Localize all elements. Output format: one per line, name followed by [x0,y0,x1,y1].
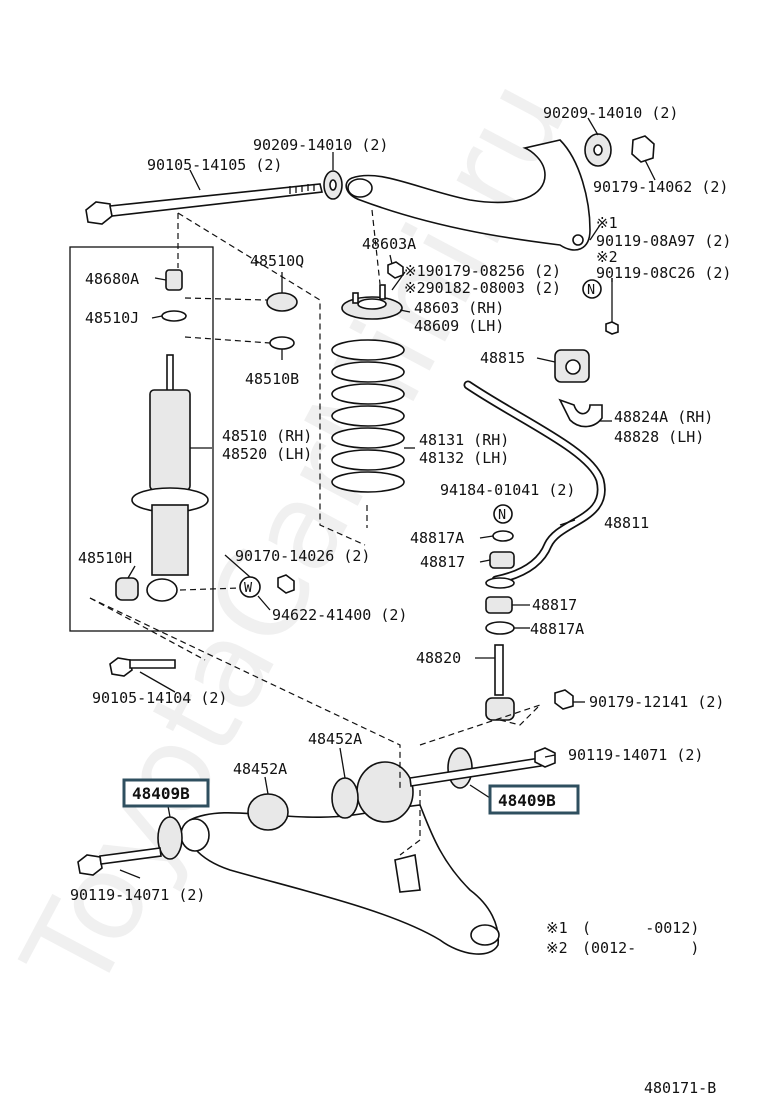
label-48520[interactable]: 48520 (LH) [222,445,312,463]
washer-90209-mid [323,170,343,200]
label-48817-top[interactable]: 48817 [420,553,465,571]
nut-90179-12141 [554,689,574,710]
label-48452A-left[interactable]: 48452A [233,760,287,778]
cam-plate-48409B-left [157,816,183,860]
washer-48510J [161,310,187,322]
label-48820[interactable]: 48820 [416,649,461,667]
spring-upper-mount [341,284,403,320]
label-94622-41400[interactable]: 94622-41400 (2) [272,606,407,624]
coil-spring [331,339,405,493]
highlight-48409B-left [122,778,210,808]
label-48811[interactable]: 48811 [604,514,649,532]
label-48131[interactable]: 48131 (RH) [419,431,509,449]
label-48824A[interactable]: 48824A (RH) [614,408,713,426]
footnote-1-mark: ※1 [546,919,568,937]
label-48815[interactable]: 48815 [480,349,525,367]
stabilizer-bar [463,380,606,585]
bushing-48510Q [266,292,298,312]
lower-control-arm [180,761,500,955]
bolt-90105-14105 [85,183,323,225]
label-48817A-bottom[interactable]: 48817A [530,620,584,638]
label-90119-08C26[interactable]: 90119-08C26 (2) [596,264,731,282]
bolt-90119-14071-right [409,747,556,787]
label-90179-14062[interactable]: 90179-14062 (2) [593,178,728,196]
n-mark-top [582,279,602,299]
label-48828[interactable]: 48828 (LH) [614,428,704,446]
bushing-48680A [165,269,183,291]
label-48510[interactable]: 48510 (RH) [222,427,312,445]
label-48817A-top[interactable]: 48817A [410,529,464,547]
label-90119-14071-left[interactable]: 90119-14071 (2) [70,886,205,904]
label-48409B-left[interactable]: 48409B [132,784,190,803]
bolt-90119-14071-left [77,847,162,876]
bushing-48452A-right [331,777,359,819]
assembly-dashed-lines [89,209,541,856]
nut-90179-14062 [631,135,655,163]
highlight-48409B-right [488,784,580,815]
label-48609[interactable]: 48609 (LH) [414,317,504,335]
label-190179-08256[interactable]: ※190179-08256 (2) [404,262,561,280]
stabilizer-bushing-48815 [554,349,590,383]
label-90119-08A97[interactable]: 90119-08A97 (2) [596,232,731,250]
label-note1-mark-top: ※1 [596,214,618,232]
label-48817-bottom[interactable]: 48817 [532,596,577,614]
w-mark-text: W [244,580,253,596]
bolt-90119-08C26 [605,278,619,335]
label-94184-01041[interactable]: 94184-01041 (2) [440,481,575,499]
label-48510Q[interactable]: 48510Q [250,252,304,270]
label-48603A[interactable]: 48603A [362,235,416,253]
shock-absorber-box [69,246,214,632]
bracket-48824A [558,398,603,428]
label-48603[interactable]: 48603 (RH) [414,299,504,317]
cam-plate-48409B-right [447,747,473,789]
label-48510H[interactable]: 48510H [78,549,132,567]
label-90179-12141[interactable]: 90179-12141 (2) [589,693,724,711]
label-48452A-top[interactable]: 48452A [308,730,362,748]
shock-absorber [131,354,209,602]
diagram-code: 480171-B [644,1079,716,1097]
nut-90170-14026 [277,574,295,594]
label-48132[interactable]: 48132 (LH) [419,449,509,467]
bushing-48452A-left [247,793,289,831]
bolt-90105-14104 [109,657,176,677]
label-48510B[interactable]: 48510B [245,370,299,388]
footnote-1-text: ( -0012) [582,919,699,937]
n-mark-top-text: N [587,282,595,298]
label-48680A[interactable]: 48680A [85,270,139,288]
label-90105-14105[interactable]: 90105-14105 (2) [147,156,282,174]
footnote-2-text: (0012- ) [582,939,699,957]
label-48510J[interactable]: 48510J [85,309,139,327]
label-90209-14010-top[interactable]: 90209-14010 (2) [543,104,678,122]
label-90170-14026[interactable]: 90170-14026 (2) [235,547,370,565]
bushing-48510H [115,577,139,601]
washer-90209-top [584,133,612,167]
upper-control-arm [345,139,591,251]
label-90105-14104[interactable]: 90105-14104 (2) [92,689,227,707]
label-290182-08003[interactable]: ※290182-08003 (2) [404,279,561,297]
label-90209-14010-mid[interactable]: 90209-14010 (2) [253,136,388,154]
label-48409B-right[interactable]: 48409B [498,791,556,810]
link-stack [485,504,515,721]
leader-lines [119,117,656,879]
label-90119-14071-right[interactable]: 90119-14071 (2) [568,746,703,764]
label-note2-mark-top: ※2 [596,248,618,266]
washer-48510B [269,336,295,350]
n-mark-mid-text: N [498,507,506,523]
footnote-2-mark: ※2 [546,939,568,957]
